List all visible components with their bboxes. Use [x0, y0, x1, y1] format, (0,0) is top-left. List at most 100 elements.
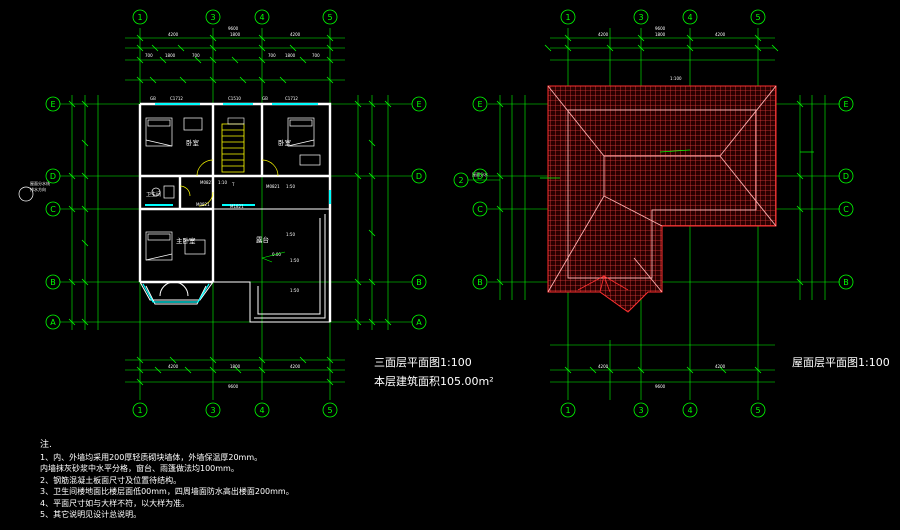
svg-text:1:50: 1:50 [286, 232, 295, 237]
axis-label: 1 [137, 406, 142, 415]
third-floor-windows [145, 103, 331, 206]
axis-label: E [843, 100, 848, 109]
svg-text:4200: 4200 [290, 364, 301, 369]
svg-text:排水方向: 排水方向 [30, 186, 46, 192]
axis-label: 5 [755, 13, 760, 22]
room-label-terrace: 露台 [256, 235, 269, 244]
third-floor-axis-left: E D C B A [45, 96, 61, 330]
svg-text:1:50: 1:50 [290, 258, 299, 263]
axis-label: B [50, 278, 56, 287]
room-label-bedroom-2: 卧室 [278, 138, 292, 147]
axis-label: B [477, 278, 483, 287]
svg-text:1800: 1800 [230, 364, 241, 369]
third-floor-axis-bottom: 1 3 4 5 [132, 402, 338, 418]
axis-label: E [477, 100, 482, 109]
third-floor-plan-title: 三面层平面图1:100 [374, 356, 472, 369]
svg-text:屋面分水线: 屋面分水线 [30, 180, 50, 186]
axis-label: 1 [137, 13, 142, 22]
svg-text:4200: 4200 [715, 32, 726, 37]
axis-label: C [843, 205, 849, 214]
svg-text:1800: 1800 [655, 32, 666, 37]
axis-label: C [50, 205, 56, 214]
section-mark-note: 屋面分水 [472, 171, 488, 177]
roof-surface [547, 85, 777, 313]
svg-text:M0821: M0821 [266, 184, 280, 189]
axis-label: B [416, 278, 422, 287]
axis-label: 3 [210, 13, 215, 22]
svg-text:1800: 1800 [285, 53, 296, 58]
axis-label: E [50, 100, 55, 109]
note-line: 4、平面尺寸如与大样不符，以大样为准。 [40, 498, 190, 508]
svg-text:4200: 4200 [168, 32, 179, 37]
axis-label: 5 [327, 406, 332, 415]
note-line: 1、内、外墙均采用200厚轻质砌块墙体，外墙保温厚20mm。 [40, 452, 263, 462]
axis-label: D [843, 172, 849, 181]
axis-label: 4 [259, 406, 264, 415]
svg-text:T: T [231, 182, 235, 187]
third-floor-axis-top: 1 3 4 5 [132, 9, 338, 25]
side-annotation: 屋面分水线 排水方向 [30, 180, 50, 192]
svg-text:C1712: C1712 [170, 96, 183, 101]
svg-text:4200: 4200 [168, 364, 179, 369]
axis-label: D [416, 172, 422, 181]
svg-text:M1821: M1821 [230, 204, 244, 209]
axis-label: D [477, 172, 483, 181]
third-floor-axis-right: E D B A [411, 96, 427, 330]
terrace-parapet [213, 208, 331, 323]
axis-label: 1 [565, 406, 570, 415]
axis-label: 1 [565, 13, 570, 22]
section-mark-label: 2 [458, 176, 463, 185]
note-line: 5、其它说明见设计总说明。 [40, 510, 142, 519]
svg-text:4200: 4200 [290, 32, 301, 37]
axis-label: D [50, 172, 56, 181]
svg-text:9600: 9600 [655, 384, 666, 389]
svg-text:700: 700 [145, 53, 153, 58]
svg-text:4200: 4200 [598, 32, 609, 37]
room-labels: 卧室 卧室 主卧室 露台 卫生间 [146, 138, 292, 245]
axis-label: C [477, 205, 483, 214]
svg-text:C1712: C1712 [285, 96, 298, 101]
svg-text:1:50: 1:50 [290, 288, 299, 293]
roof-axis-top: 1 3 4 5 [560, 9, 766, 25]
axis-label: A [50, 318, 56, 327]
svg-text:9600: 9600 [228, 26, 239, 31]
note-line: 2、钢筋混凝土板面尺寸及位置待结构。 [40, 475, 182, 485]
roof-arrows [540, 149, 814, 179]
note-line: 内墙抹灰砂浆中水平分格，窗台、雨篷做法均100mm。 [40, 464, 239, 473]
design-notes: 注. 1、内、外墙均采用200厚轻质砌块墙体，外墙保温厚20mm。 内墙抹灰砂浆… [40, 440, 294, 521]
roof-axis-bottom: 1 3 4 5 [560, 402, 766, 418]
door-swings [179, 159, 279, 207]
staircase [221, 117, 245, 173]
slope-arrows [261, 251, 286, 263]
svg-text:1:10: 1:10 [218, 180, 227, 185]
svg-text:M0821: M0821 [196, 202, 210, 207]
roof-axis-left: E D C B [472, 96, 488, 290]
room-label-bathroom: 卫生间 [146, 191, 161, 198]
svg-text:M0821: M0821 [200, 180, 214, 185]
bay-window [139, 281, 214, 305]
svg-text:GB: GB [262, 96, 268, 101]
third-floor-walls [138, 102, 332, 322]
svg-text:9600: 9600 [228, 384, 239, 389]
svg-text:700: 700 [312, 53, 320, 58]
axis-label: 4 [687, 13, 692, 22]
bay-window-glass [142, 283, 210, 303]
detail-circle [18, 186, 34, 202]
svg-text:1800: 1800 [230, 32, 241, 37]
roof-plan-title: 屋面层平面图1:100 [792, 356, 890, 369]
third-floor-dim-ticks [68, 34, 392, 386]
axis-label: 5 [755, 406, 760, 415]
roof-axis-right: E D C B [838, 96, 854, 290]
svg-text:1:50: 1:50 [286, 184, 295, 189]
svg-text:GB: GB [150, 96, 156, 101]
svg-text:C1510: C1510 [228, 96, 241, 101]
svg-text:4200: 4200 [715, 364, 726, 369]
axis-label: 3 [638, 406, 643, 415]
axis-label: 4 [259, 13, 264, 22]
svg-text:700: 700 [268, 53, 276, 58]
svg-text:4200: 4200 [598, 364, 609, 369]
